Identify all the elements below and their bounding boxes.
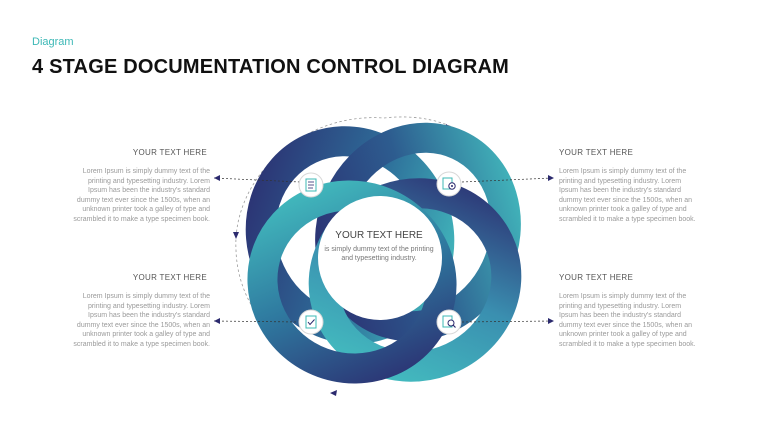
center-heading: YOUR TEXT HERE [335, 230, 423, 241]
connector-top-right [461, 177, 553, 183]
orbit-arrow-bottom [330, 390, 337, 396]
document-gear-icon [436, 171, 462, 197]
center-disc [318, 196, 442, 320]
stage-top-right: YOUR TEXT HERE Lorem Ipsum is simply dum… [559, 148, 699, 225]
connector-bottom-right-arrow [548, 318, 554, 324]
stage-heading: YOUR TEXT HERE [132, 273, 207, 282]
stage-bottom-right: YOUR TEXT HERE Lorem Ipsum is simply dum… [559, 273, 699, 350]
stage-top-left: YOUR TEXT HERE Lorem Ipsum is simply dum… [70, 148, 210, 225]
stage-heading: YOUR TEXT HERE [132, 148, 207, 157]
connector-bottom-right [461, 320, 553, 323]
category-label: Diagram [32, 36, 74, 48]
stage-body: Lorem Ipsum is simply dummy text of the … [559, 168, 696, 223]
connector-top-right-arrow [548, 175, 554, 181]
connector-bottom-left-arrow [214, 318, 220, 324]
stage-body: Lorem Ipsum is simply dummy text of the … [559, 293, 696, 348]
center-text-block: YOUR TEXT HERE is simply dummy text of t… [318, 230, 440, 264]
center-body: is simply dummy text of the printing and… [324, 246, 434, 263]
page-title: 4 STAGE DOCUMENTATION CONTROL DIAGRAM [32, 56, 510, 78]
stage-bottom-left: YOUR TEXT HERE Lorem Ipsum is simply dum… [70, 273, 210, 350]
document-check-icon [298, 309, 324, 335]
stage-body: Lorem Ipsum is simply dummy text of the … [73, 168, 210, 223]
stage-heading: YOUR TEXT HERE [559, 148, 634, 157]
orbit-arrow-left [233, 232, 239, 239]
document-search-icon [436, 309, 462, 335]
connector-top-left-arrow [214, 175, 220, 181]
swirl-ring [245, 122, 522, 384]
stage-body: Lorem Ipsum is simply dummy text of the … [73, 293, 210, 348]
document-list-icon [298, 172, 324, 198]
stage-heading: YOUR TEXT HERE [559, 273, 634, 282]
